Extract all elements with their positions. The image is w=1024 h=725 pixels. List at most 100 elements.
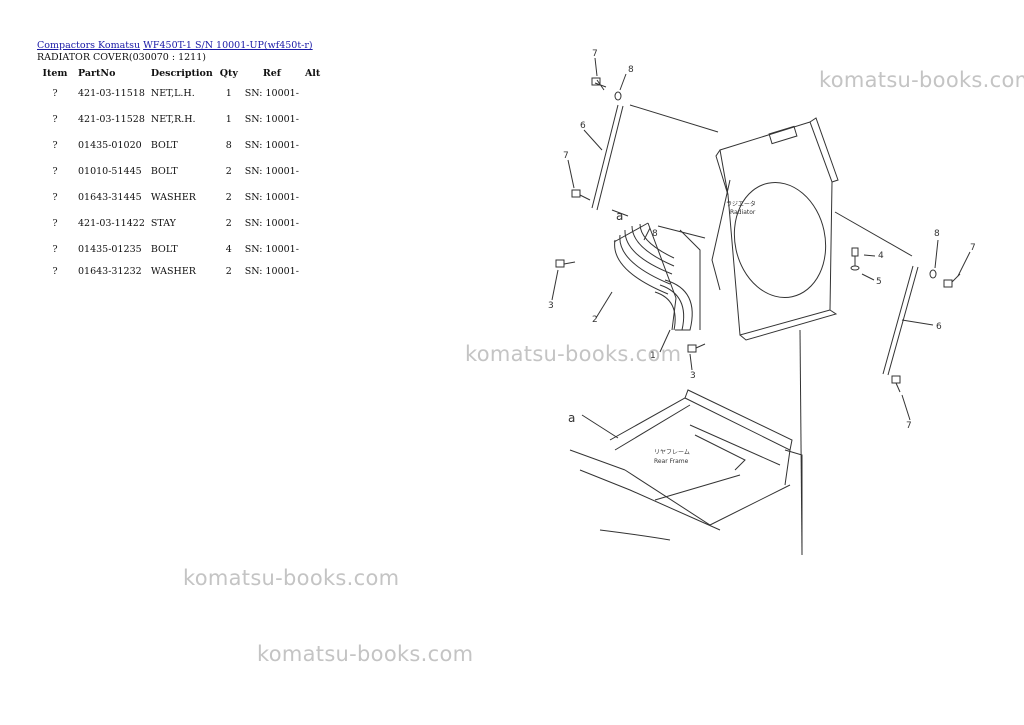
table-row: ? 01435-01020 BOLT 8 SN: 10001-	[35, 132, 328, 158]
radiator-drawing: ラジエータ Radiator	[711, 117, 839, 341]
cell-ref: SN: 10001-	[244, 139, 299, 151]
cell-description: NET,R.H.	[150, 113, 196, 125]
cell-alt	[302, 236, 328, 262]
table-row: ? 421-03-11422 STAY 2 SN: 10001-	[35, 210, 328, 236]
cell-part-number: 01435-01020	[78, 139, 142, 151]
callout-7-top: 7	[592, 49, 598, 59]
cell-alt	[302, 106, 328, 132]
cell-qty: 1	[225, 113, 232, 125]
cell-description: NET,L.H.	[150, 87, 195, 99]
table-header-row: Item PartNo Description Qty Ref Alt	[35, 66, 328, 80]
stay-left-drawing	[591, 104, 719, 211]
column-header-description: Description	[150, 67, 213, 79]
breadcrumb-link-compactors[interactable]: Compactors Komatsu	[37, 40, 141, 51]
cell-part-number: 01010-51445	[78, 165, 142, 177]
callout-7-bottom: 7	[906, 421, 912, 431]
column-header-partno: PartNo	[78, 67, 116, 79]
callout-5: 5	[876, 277, 882, 287]
callout-8-right: 8	[934, 229, 940, 239]
rear-frame-drawing: リヤフレーム Rear Frame	[569, 389, 803, 555]
callout-7-left: 7	[563, 151, 569, 161]
cell-ref: SN: 10001-	[244, 191, 299, 203]
cell-item: ?	[52, 265, 58, 277]
cell-description: BOLT	[150, 243, 178, 255]
cell-ref: SN: 10001-	[244, 87, 299, 99]
cell-description: BOLT	[150, 139, 178, 151]
callout-6-right: 6	[936, 322, 942, 332]
page-title: RADIATOR COVER(030070 : 1211)	[37, 52, 206, 63]
table-row: ? 01010-51445 BOLT 2 SN: 10001-	[35, 158, 328, 184]
callout-1: 1	[650, 351, 656, 361]
callout-3-bottom: 3	[690, 371, 696, 381]
cell-item: ?	[52, 243, 58, 255]
table-row: ? 01643-31445 WASHER 2 SN: 10001-	[35, 184, 328, 210]
cell-alt	[302, 184, 328, 210]
cell-alt	[302, 158, 328, 184]
cell-part-number: 421-03-11422	[78, 217, 145, 229]
callout-6-left: 6	[580, 121, 586, 131]
diagram-label-rear-frame-en: Rear Frame	[654, 458, 689, 465]
callout-8-net: 8	[652, 229, 658, 239]
diagram-label-radiator-jp: ラジエータ	[726, 200, 756, 208]
exploded-parts-diagram: ラジエータ Radiator	[548, 49, 976, 556]
cell-item: ?	[52, 217, 58, 229]
cell-part-number: 421-03-11528	[78, 113, 145, 125]
cell-ref: SN: 10001-	[244, 243, 299, 255]
table-row: ? 421-03-11518 NET,L.H. 1 SN: 10001-	[35, 80, 328, 106]
diagram-callouts: 7 8 6 7 a 8 4 3 2 5 1 3 8 7 6 7 a	[548, 49, 976, 431]
cell-item: ?	[52, 113, 58, 125]
cell-part-number: 01643-31232	[78, 265, 142, 277]
callout-4: 4	[878, 251, 884, 261]
cell-qty: 2	[225, 217, 232, 229]
diagram-label-rear-frame-jp: リヤフレーム	[654, 449, 690, 456]
column-header-qty: Qty	[219, 67, 238, 79]
cell-description: BOLT	[150, 165, 178, 177]
cell-ref: SN: 10001-	[244, 113, 299, 125]
cell-qty: 2	[225, 165, 232, 177]
cell-qty: 4	[225, 243, 232, 255]
watermark-top-right: komatsu-books.com	[819, 68, 1024, 92]
cell-alt	[302, 262, 328, 280]
header: Compactors Komatsu WF450T-1 S/N 10001-UP…	[37, 40, 313, 64]
parts-table: Item PartNo Description Qty Ref Alt ?421…	[35, 66, 328, 280]
cell-part-number: 421-03-11518	[78, 87, 145, 99]
table-row: ? 421-03-11528 NET,R.H. 1 SN: 10001-	[35, 106, 328, 132]
cell-qty: 8	[225, 139, 232, 151]
cell-ref: SN: 10001-	[244, 217, 299, 229]
cell-item: ?	[52, 139, 58, 151]
stay-right-drawing	[834, 211, 919, 376]
callout-a-top: a	[616, 209, 623, 223]
breadcrumb: Compactors Komatsu WF450T-1 S/N 10001-UP…	[37, 40, 313, 52]
cell-item: ?	[52, 165, 58, 177]
column-header-alt: Alt	[304, 67, 321, 79]
column-header-item: Item	[42, 67, 68, 79]
cell-qty: 2	[225, 265, 232, 277]
diagram-label-radiator-en: Radiator	[730, 209, 756, 216]
watermark-center: komatsu-books.com	[465, 342, 682, 366]
cell-alt	[302, 210, 328, 236]
cell-description: STAY	[150, 217, 176, 229]
breadcrumb-link-model[interactable]: WF450T-1 S/N 10001-UP(wf450t-r)	[143, 40, 313, 51]
callout-2: 2	[592, 315, 598, 325]
cell-item: ?	[52, 191, 58, 203]
cell-ref: SN: 10001-	[244, 265, 299, 277]
cell-part-number: 01643-31445	[78, 191, 142, 203]
cell-ref: SN: 10001-	[244, 165, 299, 177]
cell-alt	[302, 132, 328, 158]
leader-lines	[551, 57, 971, 556]
callout-7-right: 7	[970, 243, 976, 253]
table-row: ? 01643-31232 WASHER 2 SN: 10001-	[35, 262, 328, 280]
cell-qty: 2	[225, 191, 232, 203]
cell-item: ?	[52, 87, 58, 99]
watermark-lower-left: komatsu-books.com	[183, 566, 400, 590]
fasteners-drawing	[555, 77, 961, 393]
watermark-bottom: komatsu-books.com	[257, 642, 474, 666]
callout-3-left: 3	[548, 301, 554, 311]
fan-net-drawing	[613, 222, 706, 331]
cell-qty: 1	[225, 87, 232, 99]
callout-a-bottom: a	[568, 411, 575, 425]
column-header-ref: Ref	[262, 67, 281, 79]
cell-description: WASHER	[150, 265, 196, 277]
cell-description: WASHER	[150, 191, 196, 203]
